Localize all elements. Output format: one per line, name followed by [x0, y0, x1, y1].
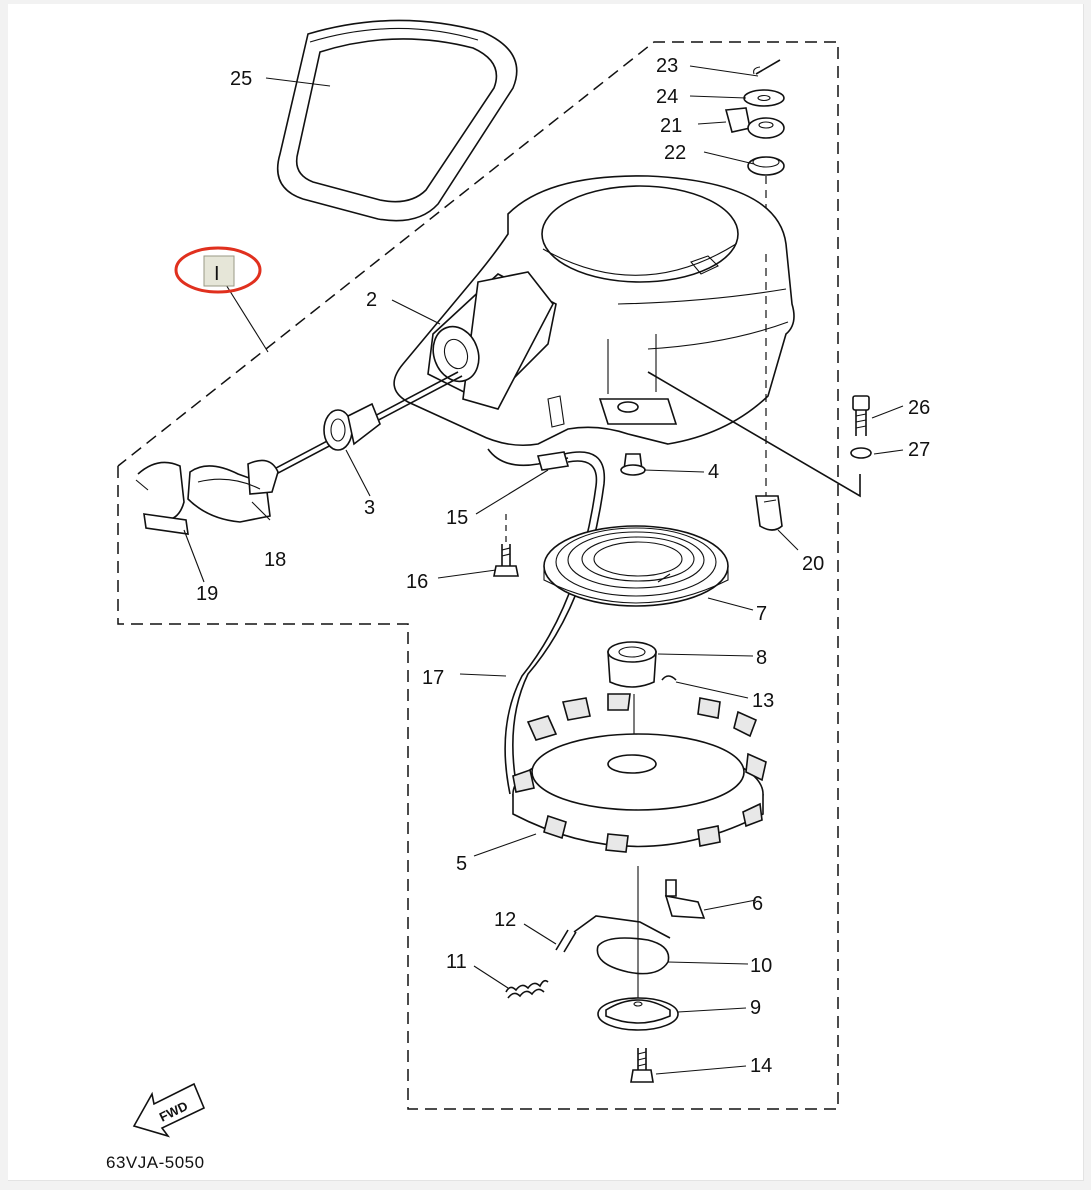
callout-6: 6	[752, 893, 763, 915]
callout-7: 7	[756, 603, 767, 625]
drawing-code: 63VJA-5050	[106, 1153, 205, 1172]
callout-13: 13	[752, 690, 774, 712]
callout-16: 16	[406, 571, 428, 593]
part-27-washer	[850, 447, 872, 459]
callout-17: 17	[422, 667, 444, 689]
part-12-spring-pin	[555, 915, 671, 953]
callout-22: 22	[664, 142, 686, 164]
callout-14: 14	[750, 1055, 772, 1077]
callout-4: 4	[708, 461, 719, 483]
part-11-spring	[505, 979, 549, 999]
callout-20: 20	[802, 553, 824, 575]
callout-23: 23	[656, 55, 678, 77]
callout-3: 3	[364, 497, 375, 519]
recoil-starter-exploded-diagram: 25 23 24 21 22 I 2 26 27 4 3 15 18 19 20…	[106, 19, 930, 1172]
highlight-ring	[174, 246, 262, 294]
part-16-screw	[493, 544, 519, 577]
part-6-pawl	[664, 879, 706, 919]
leader-lines	[183, 65, 904, 1075]
part-4-collar	[620, 453, 646, 476]
part-25-frame	[276, 19, 518, 222]
callout-2: 2	[366, 289, 377, 311]
callout-24: 24	[656, 86, 678, 108]
part-7-spiral-spring	[543, 525, 729, 607]
part-19-retainer	[135, 461, 189, 535]
part-2-starter-housing	[393, 175, 795, 447]
fwd-arrow-icon	[132, 1082, 206, 1138]
callout-27: 27	[908, 439, 930, 461]
callout-5: 5	[456, 853, 467, 875]
highlight-badge	[203, 255, 235, 287]
part-23-pin	[753, 59, 781, 75]
part-15-tube	[487, 448, 570, 471]
part-21-clip	[724, 107, 785, 139]
part-18-handle	[187, 459, 279, 523]
part-9-drive-plate	[597, 997, 679, 1031]
callout-15: 15	[446, 507, 468, 529]
part-26-bolt	[852, 395, 870, 436]
diagram-sheet: 25 23 24 21 22 I 2 26 27 4 3 15 18 19 20…	[8, 4, 1084, 1181]
part-13-clip	[661, 675, 677, 681]
part-14-bolt	[630, 1048, 654, 1083]
callout-26: 26	[908, 397, 930, 419]
part-22-bushing	[747, 156, 785, 176]
callout-10: 10	[750, 955, 772, 977]
part-17-cable	[504, 451, 606, 795]
callout-21: 21	[660, 115, 682, 137]
part-20-clamp	[755, 495, 783, 531]
part-10-plate	[596, 937, 670, 975]
callout-12: 12	[494, 909, 516, 931]
assembly-boundary	[117, 41, 839, 1110]
part-5-pulley-reel	[512, 693, 767, 853]
callout-9: 9	[750, 997, 761, 1019]
callout-1: I	[214, 263, 220, 285]
part-24-washer	[743, 89, 785, 107]
part-3-rope-guide	[323, 402, 381, 451]
callout-11: 11	[446, 951, 467, 973]
part-8-bushing	[607, 641, 657, 688]
callout-8: 8	[756, 647, 767, 669]
callout-18: 18	[264, 549, 286, 571]
callout-25: 25	[230, 68, 252, 90]
callout-19: 19	[196, 583, 218, 605]
